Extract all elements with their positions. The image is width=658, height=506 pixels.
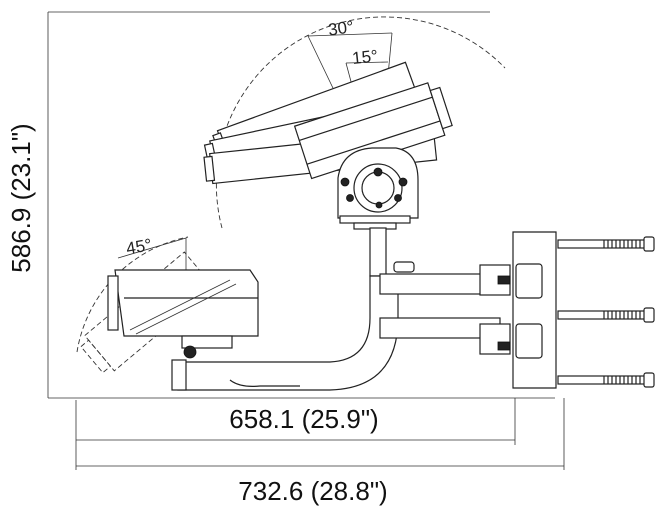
left-camera-lens [107, 275, 119, 331]
left-camera-pivot [183, 345, 197, 359]
wall-mount-plate [497, 231, 557, 389]
outer-width-label: 732.6 (28.8") [238, 476, 387, 506]
upper-pole [369, 227, 415, 277]
tilt-bolt-top [373, 167, 383, 177]
rear-camera-box [293, 82, 453, 180]
anchor-bolts [557, 236, 655, 388]
tilt-arc-15 [345, 61, 389, 64]
pole-clamp [393, 261, 415, 273]
anchor-bolt-middle [557, 307, 655, 323]
pan-45-label: 45° [125, 235, 154, 258]
tilt-15-label: 15° [351, 46, 379, 68]
anchor-bolt-top [557, 236, 655, 252]
left-camera-mount [181, 335, 233, 349]
tilt-arc-30 [307, 32, 393, 37]
curved-arm [171, 275, 399, 391]
tilt-bolt-right [398, 177, 408, 187]
tilt-bolt-left [340, 177, 350, 187]
pan-tilt-head [337, 147, 419, 230]
inner-width-label: 658.1 (25.9") [229, 404, 378, 434]
horizontal-arms [379, 264, 511, 355]
height-label: 586.9 (23.1") [6, 123, 36, 272]
left-camera-housing [114, 269, 259, 337]
head-base-plate [339, 215, 411, 224]
anchor-bolt-bottom [557, 372, 655, 388]
tilt-30-label: 30° [327, 17, 355, 39]
left-camera [107, 269, 259, 359]
dimension-frame [47, 11, 565, 470]
arm-end-cap [171, 359, 187, 391]
mount-slot-upper [515, 263, 543, 299]
mount-slot-lower [515, 323, 543, 359]
pan-arc [117, 237, 187, 259]
